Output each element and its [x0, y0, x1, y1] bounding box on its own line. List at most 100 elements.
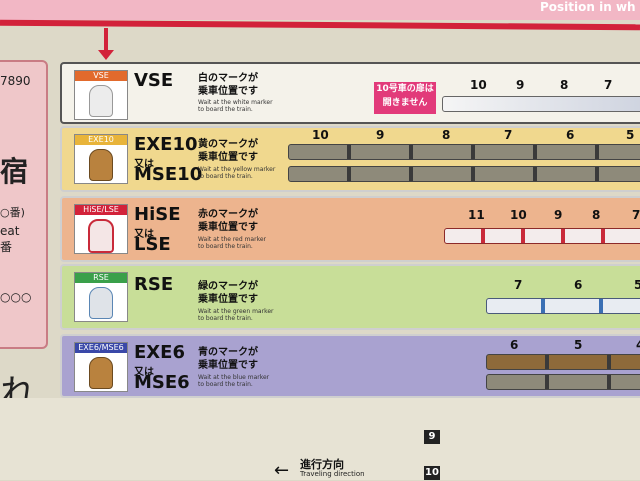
rse-jp-1: 緑のマークが [198, 281, 258, 292]
hise-en-2: to board the train. [198, 243, 253, 250]
row-vse: VSE VSE 白のマークが 乗車位置です Wait at the white … [60, 62, 640, 124]
hise-jp-2: 乗車位置です [198, 222, 258, 233]
exe6-car-num: 4 [636, 338, 640, 352]
row-exe10: EXE10 EXE10 又は MSE10 黄のマークが 乗車位置です Wait … [60, 126, 640, 192]
hise-car-num: 11 [468, 208, 485, 222]
rse-badge-tag: RSE [75, 273, 127, 283]
vse-notice: 10号車の扉は 開きません [374, 82, 436, 114]
hise-name-2: LSE [134, 234, 171, 255]
left-circles: ○○○ [0, 290, 32, 304]
exe6-car-num: 5 [574, 338, 583, 352]
vse-car-num: 9 [516, 78, 525, 92]
rse-car-num: 5 [634, 278, 640, 292]
exe6-name-2: MSE6 [134, 372, 190, 393]
exe10-en-1: Wait at the yellow marker [198, 166, 276, 173]
exe6-name-1: EXE6 [134, 342, 185, 363]
header-text: Position in wh [540, 0, 636, 14]
left-kanji: 宿 [0, 155, 29, 188]
track-number-9: 9 [424, 430, 440, 444]
exe6-en-1: Wait at the blue marker [198, 374, 270, 381]
red-guide-line [0, 19, 640, 31]
top-pink-strip [0, 0, 640, 20]
vse-en-1: Wait at the white marker [198, 99, 273, 106]
rse-jp-2: 乗車位置です [198, 294, 258, 305]
exe6-jp-2: 乗車位置です [198, 360, 258, 371]
hise-badge: HiSE/LSE [74, 204, 128, 254]
vse-jp-1: 白のマークが [198, 73, 258, 84]
left-eat: eat [0, 224, 20, 238]
vse-car-num: 7 [604, 78, 613, 92]
vse-notice-line-1: 10号車の扉は [376, 84, 434, 94]
vse-car-num: 10 [470, 78, 487, 92]
exe6-train-cars-bottom [486, 374, 640, 390]
exe10-badge-tag: EXE10 [75, 135, 127, 145]
rse-name: RSE [134, 274, 174, 295]
exe10-name-1: EXE10 [134, 134, 198, 155]
left-number: 7890 [0, 74, 31, 88]
hise-train-cars [444, 228, 640, 244]
exe10-jp-2: 乗車位置です [198, 152, 258, 163]
row-exe6: EXE6/MSE6 EXE6 又は MSE6 青のマークが 乗車位置です Wai… [60, 334, 640, 398]
hise-car-num: 10 [510, 208, 527, 222]
hise-name-1: HiSE [134, 204, 181, 225]
rse-badge: RSE [74, 272, 128, 322]
exe10-train-cars-bottom [288, 166, 640, 182]
exe10-car-num: 5 [626, 128, 635, 142]
exe10-name-2: MSE10 [134, 164, 203, 185]
exe6-train-icon [89, 357, 113, 389]
exe10-train-icon [89, 149, 113, 181]
vse-badge-tag: VSE [75, 71, 127, 81]
exe6-badge: EXE6/MSE6 [74, 342, 128, 392]
exe10-car-num: 9 [376, 128, 385, 142]
vse-name: VSE [134, 70, 174, 91]
direction-label-en: Traveling direction [300, 470, 365, 478]
direction-label-jp: 進行方向 [300, 458, 344, 471]
bottom-platform-diagram [0, 398, 640, 480]
vse-car-num: 8 [560, 78, 569, 92]
exe10-car-num: 8 [442, 128, 451, 142]
exe6-train-cars-top [486, 354, 640, 370]
exe10-badge: EXE10 [74, 134, 128, 184]
left-info-panel [0, 60, 48, 349]
row-rse: RSE RSE 緑のマークが 乗車位置です Wait at the green … [60, 264, 640, 330]
vse-train-cars [442, 96, 640, 112]
red-arrow-icon [98, 50, 114, 60]
rse-en-2: to board the train. [198, 315, 253, 322]
hise-badge-tag: HiSE/LSE [75, 205, 127, 215]
exe6-car-num: 6 [510, 338, 519, 352]
vse-train-icon [89, 85, 113, 117]
vse-notice-line-2: 開きません [382, 98, 428, 108]
vse-jp-2: 乗車位置です [198, 86, 258, 97]
left-ban: 番 [0, 240, 13, 254]
exe6-badge-tag: EXE6/MSE6 [75, 343, 127, 353]
hise-car-num: 7 [632, 208, 640, 222]
exe10-jp-1: 黄のマークが [198, 139, 258, 150]
exe10-car-num: 7 [504, 128, 513, 142]
vse-en-2: to board the train. [198, 106, 253, 113]
rse-car-num: 7 [514, 278, 523, 292]
exe10-train-cars-top [288, 144, 640, 160]
exe10-or: 又は [134, 159, 154, 170]
hise-or: 又は [134, 229, 154, 240]
hise-car-num: 9 [554, 208, 563, 222]
left-note: ○番) [0, 206, 25, 219]
hise-en-1: Wait at the red marker [198, 236, 266, 243]
rse-train-icon [89, 287, 113, 319]
track-number-10: 10 [424, 466, 440, 480]
row-hise-lse: HiSE/LSE HiSE 又は LSE 赤のマークが 乗車位置です Wait … [60, 196, 640, 262]
exe10-en-2: to board the train. [198, 173, 253, 180]
exe6-jp-1: 青のマークが [198, 347, 258, 358]
rse-en-1: Wait at the green marker [198, 308, 274, 315]
vse-badge: VSE [74, 70, 128, 120]
red-arrow-stem [104, 28, 108, 54]
hise-car-num: 8 [592, 208, 601, 222]
exe6-or: 又は [134, 367, 154, 378]
hise-jp-1: 赤のマークが [198, 209, 258, 220]
exe10-car-num: 6 [566, 128, 575, 142]
rse-car-num: 6 [574, 278, 583, 292]
exe6-en-2: to board the train. [198, 381, 253, 388]
hise-train-icon [88, 219, 114, 253]
rse-train-cars [486, 298, 640, 314]
exe10-car-num: 10 [312, 128, 329, 142]
left-arrow-icon: ← [274, 460, 290, 481]
